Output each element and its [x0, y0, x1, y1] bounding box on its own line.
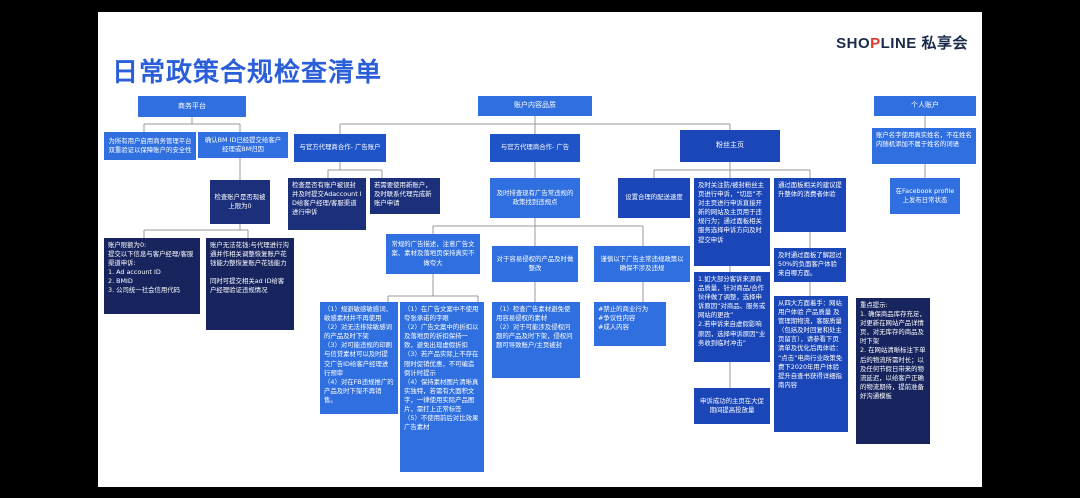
logo-brand-mark: P [870, 35, 881, 52]
node-agency-ad-account: 与官方代理商合作- 广告账户 [294, 134, 386, 162]
node-find-violations: 及时排查现有广告常违规的政策找到违规点 [490, 178, 580, 218]
logo-suffix: 私享会 [921, 35, 968, 52]
node-new-account: 若需要使用新账户，及时联系代理完成新账户申请 [370, 178, 440, 214]
node-ad-copy-rules: （1）在广告文案中不使用夸张承诺的字眼 （2）广告文案中的折扣以及落地页的折扣保… [400, 302, 484, 472]
node-personal-account: 个人账户 [874, 96, 976, 116]
node-negative-feedback: 及时通过面板了解超过50%的负面客户体验来自哪方面。 [774, 248, 846, 282]
shopline-logo: SHOPLINE 私享会 [836, 32, 968, 53]
node-agency-ads: 与官方代理商合作- 广告 [490, 134, 580, 162]
node-four-areas: 从四大方面着手：网站用户体验 产品质量 及管理期物流，客服质量（包括及时回复和处… [774, 296, 848, 432]
slide: 日常政策合规检查清单 SHOPLINE 私享会 [98, 12, 982, 487]
node-shipping-speed: 设置合理的配送速度 [618, 178, 690, 218]
node-commerce-bmid: 确认BM ID已经提交给客户经理或BM归因 [198, 132, 288, 158]
node-infringement: 对于容易侵权的产品及时做整改 [492, 246, 578, 282]
connector-lines [143, 116, 926, 388]
page-title: 日常政策合规检查清单 [112, 58, 383, 88]
node-promo-boost: 申诉成功的主页在大促期间提高投放量 [694, 388, 770, 424]
node-appeal-reasons: 1.如大部分客诉来源商品质量，针对商品/合作伙伴做了调整，选择申诉原因“对商品、… [694, 272, 770, 362]
logo-brand-right: LINE [880, 35, 917, 52]
node-prohibited-list: #禁止的商业行为 #争议性内容 #成人内容 [594, 302, 666, 346]
node-sensitive-words: （1）规避敏感敏感词、敏感素材并不再使用 （2）对无法排除敏感词的产品及时下架 … [320, 302, 398, 414]
node-account-content: 账户内容品质 [478, 96, 592, 116]
node-common-policies: 谨慎以下广告主常违规政策以确保不涉及违规 [594, 246, 690, 282]
node-fan-page: 粉丝主页 [680, 130, 780, 162]
node-commerce-2fa: 为所有用户启用商务管理平台双重验证以保障账户的安全性 [104, 132, 196, 160]
node-limit-zero-appeal: 账户限额为0: 提交以下信息与客户经理/客服渠道申诉: 1. Ad accoun… [104, 238, 200, 314]
node-real-name: 账户名字使用真实姓名，不在姓名内随机添加不属于姓名的词语 [872, 128, 976, 164]
node-check-spend-limit: 检查账户是否现被上限为0 [210, 180, 270, 224]
node-appeal-blocked-account: 检查是否有账户被误封并及时提交Adaccount ID给客户经理/客服渠道进行申… [288, 178, 366, 230]
node-cannot-spend: 账户无法花钱:与代理进行沟通并作相关调整恢复账户花钱能力整恢复账户花钱能力 同时… [206, 238, 294, 330]
node-commerce-platform: 商务平台 [138, 96, 246, 117]
logo-brand-left: SHO [836, 35, 871, 52]
node-daily-status: 在Facebook profile上发布日常状态 [890, 178, 960, 214]
node-page-appeal: 及时关注防/被封粉丝主页进行申诉，“切忌”不对主页进行申诉直接开新的网站及主页用… [694, 178, 770, 266]
node-key-tips: 重点提示: 1. 确保商品库存充足，对更新在网站产品详情页，对无库存的商品及时下… [856, 298, 930, 444]
node-infringement-detail: （1）检查广告素材避免使用容易侵权的素材 （2）对于可能涉及侵权问题的产品及时下… [492, 302, 580, 378]
node-ad-description: 常规的广告描述，注意广告文案、素材及落地页保持真实不做夸大 [386, 234, 480, 274]
node-customer-experience: 通过面板相关的建议提升整体的消费者体验 [774, 178, 846, 232]
